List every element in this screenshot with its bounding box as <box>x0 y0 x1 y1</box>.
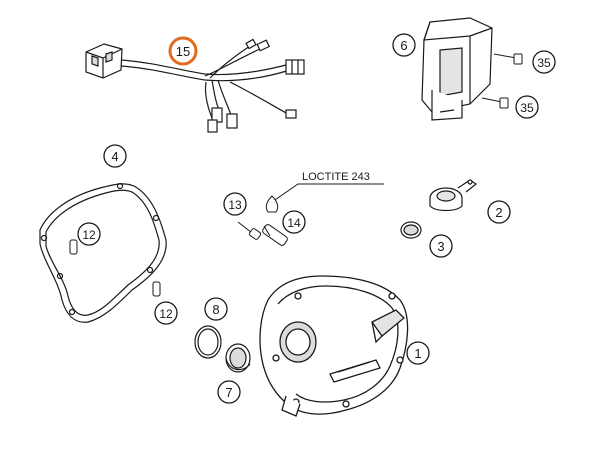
callout-6: 6 <box>392 33 416 57</box>
callout-15: 15 <box>168 36 198 66</box>
callout-14: 14 <box>282 210 306 234</box>
callout-13-label: 13 <box>228 198 242 212</box>
shaft-seal <box>225 343 251 373</box>
callout-6-label: 6 <box>400 38 407 53</box>
screw-35-upper <box>493 53 523 65</box>
callout-1: 1 <box>406 341 430 365</box>
callout-8-label: 8 <box>212 302 219 317</box>
ignition-cover <box>259 275 409 417</box>
voltage-regulator <box>421 17 493 121</box>
loctite-label: LOCTITE 243 <box>302 171 370 183</box>
callout-12-lower-label: 12 <box>159 307 173 321</box>
callout-3-label: 3 <box>437 239 444 254</box>
callout-12-upper: 12 <box>77 222 101 246</box>
plug-screw <box>429 179 478 212</box>
callout-13: 13 <box>223 192 247 216</box>
callout-35-upper: 35 <box>532 50 556 74</box>
callout-35-lower-label: 35 <box>520 101 534 115</box>
plug-oring <box>400 221 422 239</box>
callout-12-lower: 12 <box>154 301 178 325</box>
callout-7: 7 <box>217 380 241 404</box>
callout-12-upper-label: 12 <box>82 228 96 242</box>
callout-15-label: 15 <box>176 44 190 59</box>
cover-gasket <box>39 182 167 323</box>
callout-7-label: 7 <box>225 385 232 400</box>
screw-13 <box>237 221 262 240</box>
dowel-12-lower <box>152 281 161 297</box>
wiring-harness <box>85 38 305 133</box>
callout-35-upper-label: 35 <box>537 56 551 70</box>
loctite-annotation: LOCTITE 243 <box>271 171 384 203</box>
clip-14 <box>262 224 288 246</box>
dowel-12-upper <box>69 239 78 255</box>
screw-35-lower <box>481 97 509 109</box>
callout-1-label: 1 <box>414 346 421 361</box>
loctite-drop <box>265 195 279 213</box>
callout-3: 3 <box>429 234 453 258</box>
callout-2: 2 <box>487 200 511 224</box>
callout-35-lower: 35 <box>515 95 539 119</box>
callout-2-label: 2 <box>495 205 502 220</box>
callout-4-label: 4 <box>111 149 118 164</box>
callout-4: 4 <box>103 144 127 168</box>
callout-14-label: 14 <box>287 216 301 230</box>
outer-ring <box>194 325 222 359</box>
callout-8: 8 <box>204 297 228 321</box>
